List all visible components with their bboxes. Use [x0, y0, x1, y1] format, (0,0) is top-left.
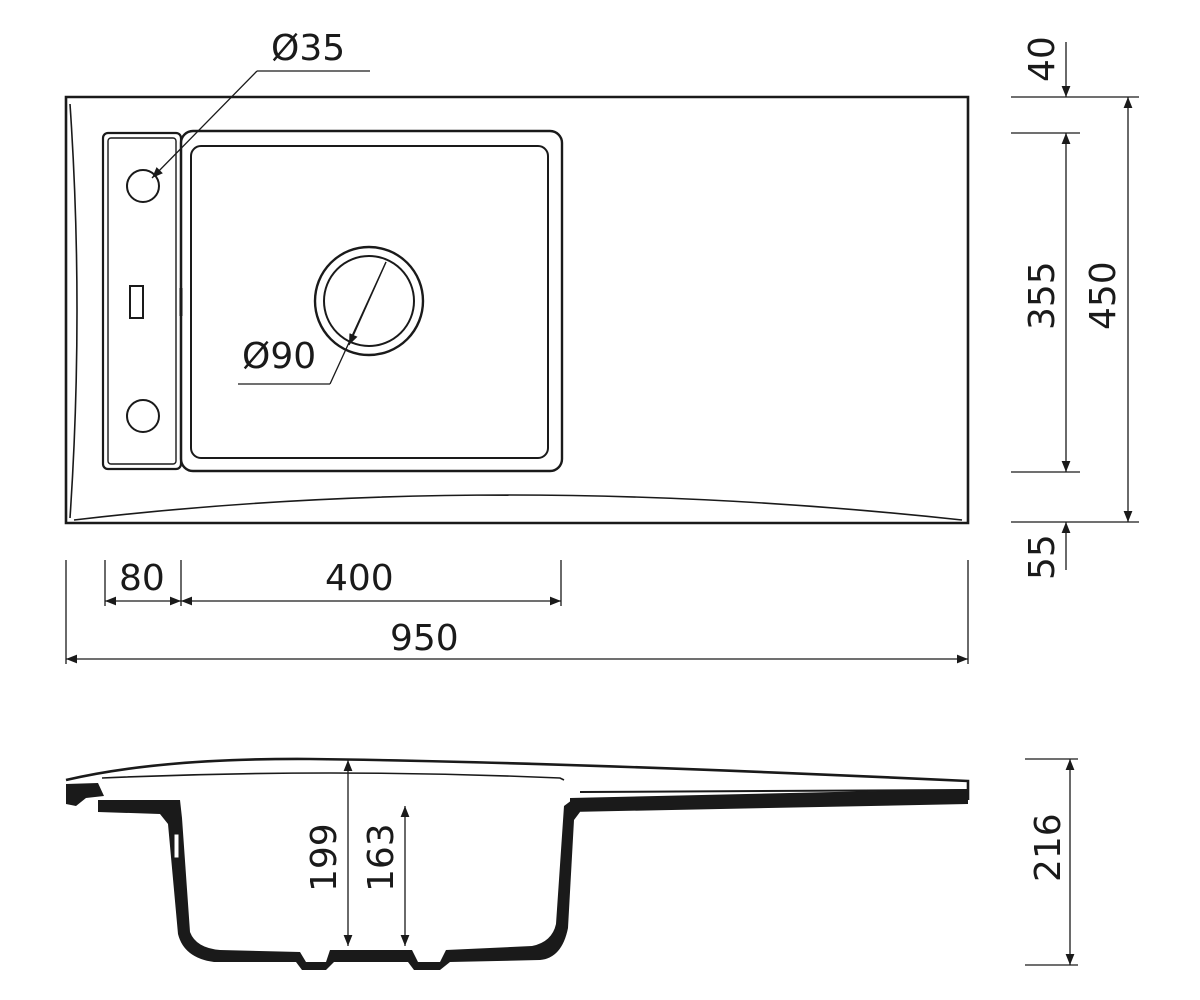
left-lip [66, 783, 104, 806]
total-height-label: 216 [1028, 813, 1069, 882]
overflow-slot [129, 285, 144, 319]
side-view-dimensions: 199 163 216 [304, 758, 1078, 966]
front-edge-curve [73, 494, 963, 521]
drain-label: Ø90 [242, 336, 316, 377]
top-surface [65, 757, 970, 800]
tap-hole-label: Ø35 [271, 28, 345, 69]
bowl-inner [190, 145, 549, 459]
side-view [65, 757, 970, 970]
top-view [64, 95, 970, 525]
drain-dimension: Ø90 [238, 261, 387, 385]
depth-199-label: 199 [304, 823, 345, 892]
drainboard-thickness [570, 789, 968, 812]
bowl-inner-contour [101, 772, 565, 781]
left-edge-curve [69, 103, 78, 519]
side-section-label: 80 [119, 558, 165, 599]
total-width-label: 950 [390, 618, 459, 659]
bowl-outer [179, 129, 564, 473]
total-depth-label: 450 [1083, 261, 1124, 330]
bowl-width-label: 400 [325, 558, 394, 599]
tap-hole-dimension: Ø35 [151, 28, 370, 179]
back-margin-label: 40 [1022, 36, 1063, 82]
right-dimensions: 40 355 450 55 [1011, 36, 1139, 580]
second-hole-circle [126, 399, 160, 433]
side-compartment-inner [107, 137, 177, 465]
front-margin-label: 55 [1022, 534, 1063, 580]
wall-slot [173, 833, 180, 859]
bottom-dimensions: 80 400 950 [65, 558, 969, 664]
bowl-length-label: 355 [1022, 261, 1063, 330]
tap-hole-circle [126, 169, 160, 203]
drain-outer-circle [313, 245, 425, 357]
drain-inner-circle [323, 255, 415, 347]
sink-outline [64, 95, 970, 525]
drainboard-underside [579, 789, 969, 793]
depth-163-label: 163 [361, 823, 402, 892]
bowl-wall [98, 798, 580, 970]
